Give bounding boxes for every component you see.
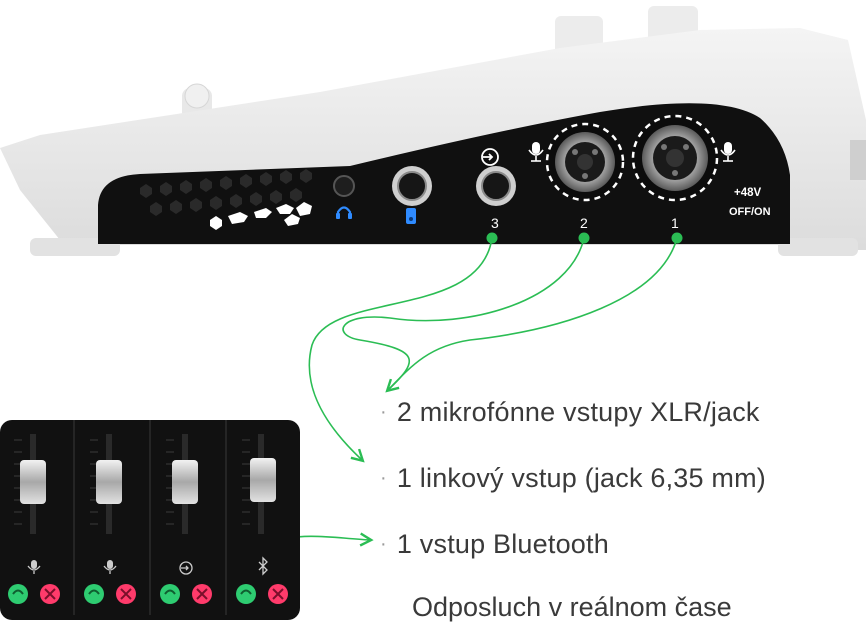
fader-knob[interactable] <box>250 458 276 502</box>
monitor-button[interactable] <box>236 584 256 604</box>
foot <box>778 238 858 256</box>
microphone-icon <box>720 142 736 162</box>
mixer-panel <box>0 420 300 620</box>
connector-dot-port-3 <box>486 232 498 244</box>
connector-dot-port-1 <box>671 232 683 244</box>
feature-item-line-input: · 1 linkový vstup (jack 6,35 mm) <box>380 463 766 494</box>
line-input-jack <box>481 171 511 201</box>
headphone-jack <box>333 175 355 197</box>
bluetooth-icon <box>258 556 268 576</box>
line-input-icon <box>481 148 499 166</box>
feature-bullet: · <box>380 533 387 555</box>
microphone-icon <box>103 560 117 574</box>
front-panel <box>98 103 790 244</box>
microphone-icon <box>528 142 544 162</box>
caption: Odposluch v reálnom čase <box>412 592 732 622</box>
monitor-button[interactable] <box>8 584 28 604</box>
mixer-channel-4 <box>236 434 288 604</box>
monitor-button[interactable] <box>160 584 180 604</box>
port-number-1: 1 <box>671 215 679 231</box>
jack-input <box>397 171 427 201</box>
mixer-channel-2 <box>84 434 136 604</box>
phantom-switch-label: OFF/ON <box>729 206 771 218</box>
headphones-icon <box>336 206 352 219</box>
line-input-icon <box>179 561 193 575</box>
feature-text: 1 vstup Bluetooth <box>396 529 609 559</box>
feature-text: 1 linkový vstup (jack 6,35 mm) <box>396 463 766 493</box>
monitor-button[interactable] <box>84 584 104 604</box>
connector-dot-port-2 <box>578 232 590 244</box>
side-knob <box>850 140 866 180</box>
fader-knob[interactable] <box>172 460 198 504</box>
fader-knob[interactable] <box>20 460 46 504</box>
port-number-2: 2 <box>580 215 588 231</box>
connector-mic-1 <box>389 237 678 389</box>
speaker-grille <box>140 169 312 216</box>
fader-knob[interactable] <box>96 460 122 504</box>
xlr-combo-port-1 <box>631 114 719 202</box>
connector-mic-2 <box>342 237 585 390</box>
connector-line-input <box>308 237 493 460</box>
connector-curves <box>263 237 678 547</box>
mixer-channel-3 <box>160 434 212 604</box>
mixer-channel-1 <box>8 434 60 604</box>
speaker-grille-highlight <box>210 202 312 230</box>
feature-item-bluetooth: · 1 vstup Bluetooth <box>380 529 609 560</box>
microphone-icon <box>27 560 41 574</box>
xlr-combo-port-2 <box>545 122 625 202</box>
top-knob-cap <box>184 83 210 109</box>
feature-bullet: · <box>380 467 387 489</box>
feature-item-mic-inputs: · 2 mikrofónne vstupy XLR/jack <box>380 397 760 428</box>
foot <box>30 238 120 256</box>
mixer-channel-dividers <box>73 420 227 615</box>
phantom-power-label: +48V <box>734 187 762 199</box>
phone-icon <box>406 208 416 224</box>
feature-bullet: · <box>380 401 387 423</box>
feature-text: 2 mikrofónne vstupy XLR/jack <box>396 397 760 427</box>
port-number-3: 3 <box>491 215 499 231</box>
